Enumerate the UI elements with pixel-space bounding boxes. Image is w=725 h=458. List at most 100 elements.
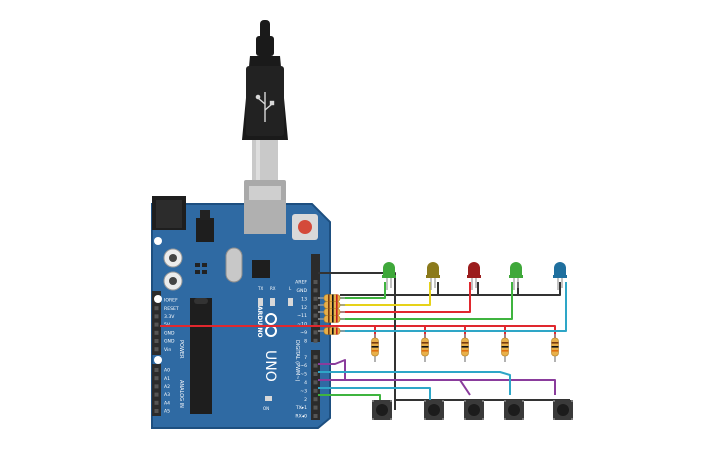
analog-header[interactable]	[152, 364, 161, 416]
wire-btn5	[318, 359, 556, 395]
resistor-band	[461, 350, 469, 352]
digital-pin-label: RX◂0	[295, 414, 307, 420]
header-pin	[313, 405, 318, 410]
analog-pin-label: A1	[164, 376, 170, 382]
header-pin	[154, 330, 159, 335]
button-cap	[376, 404, 388, 416]
analog-pin-label: A4	[164, 400, 170, 406]
led-body	[554, 262, 566, 276]
button-resistors[interactable]	[371, 334, 559, 362]
digital-pin-label: GND	[296, 288, 307, 294]
led[interactable]	[382, 262, 396, 290]
header-pin	[313, 338, 318, 343]
resistor-band	[371, 350, 379, 352]
usb-chip	[252, 260, 270, 278]
header-pin	[313, 322, 318, 326]
digital-pin-label: ~5	[300, 372, 307, 378]
led[interactable]	[426, 262, 440, 290]
analog-header-title: ANALOG IN	[178, 380, 184, 408]
led-rim	[509, 275, 523, 278]
wire-btn2	[318, 387, 431, 400]
resistor-band	[328, 308, 330, 316]
wire-led5	[340, 282, 567, 332]
resistor-band	[551, 350, 559, 352]
button-pin	[390, 418, 392, 420]
digital-pin-label: ~11	[297, 313, 307, 319]
analog-pin-label: A0	[164, 368, 170, 374]
header-resistors[interactable]	[318, 294, 345, 335]
resistor-band	[336, 327, 338, 335]
l-led	[288, 298, 293, 306]
digital-pin-label: ~10	[297, 322, 307, 328]
wire-led1	[340, 282, 386, 299]
resistor-band	[328, 301, 330, 309]
wire-gnd-leds	[340, 282, 561, 296]
button-pin	[553, 418, 555, 420]
leds[interactable]	[382, 262, 567, 290]
board-model: UNO	[262, 350, 278, 382]
led-body	[427, 262, 439, 276]
button-cap	[468, 404, 480, 416]
rx-label: RX	[270, 286, 276, 291]
header-pin	[313, 288, 318, 293]
header-pin	[313, 397, 318, 402]
digital-pin-label: TX▸1	[295, 405, 307, 411]
push-button[interactable]	[464, 400, 484, 420]
header-pin	[154, 347, 159, 352]
tx-label: TX	[257, 286, 263, 291]
board-brand: ARDUINO	[256, 306, 263, 337]
button-pin	[504, 418, 506, 420]
push-buttons[interactable]	[372, 400, 573, 420]
power-header-title: POWER	[178, 340, 184, 359]
digital-header-title: DIGITAL (PWM~)	[294, 340, 300, 382]
led-body	[510, 262, 522, 276]
push-button[interactable]	[372, 400, 392, 420]
led[interactable]	[553, 262, 567, 290]
button-pin	[482, 418, 484, 420]
resistor-band	[421, 342, 429, 344]
usb-icon	[255, 92, 275, 122]
button-cap	[557, 404, 569, 416]
power-pin-label: 3.3V	[164, 314, 175, 320]
header-pin	[313, 355, 318, 360]
resistor-band	[501, 350, 509, 352]
button-pin	[522, 400, 524, 402]
header-pin	[313, 380, 318, 385]
resistor-band	[461, 342, 469, 344]
resistor-band	[551, 342, 559, 344]
digital-pin-label: ~9	[300, 330, 307, 336]
led[interactable]	[467, 262, 481, 290]
push-button[interactable]	[504, 400, 524, 420]
resistor-band	[332, 327, 334, 335]
resistor-band	[371, 346, 379, 348]
button-pin	[424, 418, 426, 420]
header-pin	[313, 372, 318, 376]
wire-btn4	[318, 371, 511, 395]
resistor-band	[328, 294, 330, 302]
digital-header[interactable]	[311, 254, 320, 420]
digital-pin-label: 12	[301, 305, 307, 311]
microcontroller-chip	[190, 298, 212, 414]
button-pin	[372, 418, 374, 420]
resistor-band	[421, 346, 429, 348]
header-pin	[313, 305, 318, 310]
header-pin	[154, 384, 159, 389]
led-rim	[553, 275, 567, 278]
push-button[interactable]	[553, 400, 573, 420]
resistor-band	[551, 346, 559, 348]
header-pin	[313, 296, 318, 301]
mounting-hole	[154, 237, 162, 245]
header-pin	[154, 376, 159, 381]
resistor-band	[332, 308, 334, 316]
header-pin	[313, 330, 318, 335]
resistor-band	[332, 294, 334, 302]
header-pin	[154, 314, 159, 319]
arduino-uno-board[interactable]: TX RX L ON ARDUINO UNO DIGITAL (PWM~) PO…	[151, 196, 331, 429]
resistor-band	[461, 346, 469, 348]
button-pin	[442, 418, 444, 420]
led[interactable]	[509, 262, 523, 290]
push-button[interactable]	[424, 400, 444, 420]
power-pin-label: RESET	[164, 306, 179, 312]
mounting-hole	[154, 295, 162, 303]
